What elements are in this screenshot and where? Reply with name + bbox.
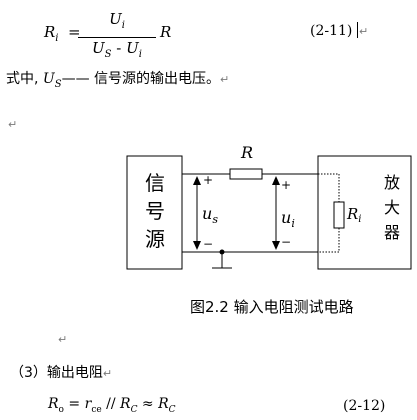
lhs-subscript: i <box>55 33 59 44</box>
equation-2-11: Ri = Ui US - Ui R <box>44 10 174 60</box>
symbol-us: U <box>42 71 55 87</box>
left-voltage-label: us <box>202 204 218 226</box>
equation-number-2-12: (2-12) <box>343 398 386 414</box>
equals-sign: = <box>63 396 85 412</box>
minus-operator: - <box>111 39 127 57</box>
trailing-r: R <box>160 23 172 41</box>
right-arrow-head-down <box>272 241 280 250</box>
amp-char-3: 器 <box>384 223 400 242</box>
right-minus: − <box>281 235 291 249</box>
rc-sub: C <box>130 404 138 415</box>
fraction-bar <box>78 37 156 38</box>
ro-symbol: R <box>48 396 59 412</box>
rce-sub: ce <box>91 404 102 415</box>
fraction: Ui US - Ui <box>78 10 156 64</box>
us-sub: s <box>212 213 218 226</box>
ro-sub: o <box>58 404 64 415</box>
symbol-us-sub: S <box>54 78 62 90</box>
equals-sign: = <box>68 23 81 41</box>
rc-sub-2: C <box>168 404 176 415</box>
us-symbol: u <box>202 204 212 223</box>
approx-operator: ≈ <box>137 396 159 412</box>
numerator-subscript: i <box>121 20 125 31</box>
rc-symbol-2: R <box>158 396 169 412</box>
right-plus: + <box>281 178 291 192</box>
paragraph-mark: ↵ <box>8 118 18 131</box>
numerator-symbol: U <box>109 10 122 28</box>
ui-symbol: u <box>281 208 291 227</box>
denominator-b: U <box>126 39 139 57</box>
lhs-symbol: R <box>44 23 56 41</box>
series-resistor-label: R <box>240 143 253 162</box>
signal-source-box <box>126 155 183 270</box>
left-arrow-head-up <box>193 176 201 185</box>
paragraph-rest: —— 信号源的输出电压。 <box>61 71 221 87</box>
input-resistor-label: Ri <box>346 205 362 225</box>
left-plus: + <box>203 173 213 187</box>
series-resistor <box>229 168 263 180</box>
right-arrow-head-up <box>272 176 280 185</box>
ri-symbol: R <box>346 205 358 223</box>
ri-sub: i <box>358 214 361 225</box>
input-resistor-lead-bottom <box>318 228 340 253</box>
fraction-numerator: Ui <box>78 10 156 35</box>
paragraph-mark: ↵ <box>102 367 113 380</box>
denominator-a-sub: S <box>104 49 112 60</box>
source-char-2: 号 <box>145 199 165 223</box>
source-char-3: 源 <box>145 227 165 251</box>
section-heading-text: （3）输出电阻 <box>10 365 103 381</box>
rc-symbol: R <box>120 396 131 412</box>
equation-number-2-11: (2-11) <box>310 23 353 39</box>
paragraph-mark: ↵ <box>359 25 369 38</box>
input-resistor <box>333 201 345 229</box>
circuit-diagram: 信 号 源 放 大 器 R + − us + − ui Ri <box>126 143 412 270</box>
paragraph-prefix: 式中, <box>6 71 43 87</box>
paragraph-mark: ↵ <box>58 333 68 346</box>
right-voltage-label: ui <box>281 208 295 230</box>
source-char-1: 信 <box>145 171 165 195</box>
input-resistor-lead-top <box>318 173 340 202</box>
text-cursor <box>357 22 358 38</box>
left-minus: − <box>203 237 213 251</box>
paragraph-mark: ↵ <box>220 73 230 86</box>
section-heading: （3）输出电阻↵ <box>10 362 112 382</box>
denominator-a: U <box>92 39 105 57</box>
figure-caption: 图2.2 输入电阻测试电路 <box>190 298 354 316</box>
parallel-operator: // <box>101 396 121 412</box>
paragraph-signal-source: 式中, US—— 信号源的输出电压。↵ <box>6 68 229 90</box>
equation-2-12: Ro = rce // RC ≈ RC <box>48 396 176 415</box>
amp-char-1: 放 <box>384 173 400 192</box>
fraction-denominator: US - Ui <box>78 39 156 64</box>
denominator-b-sub: i <box>138 49 142 60</box>
left-arrow-head-down <box>193 241 201 250</box>
rce-symbol: r <box>84 396 92 412</box>
equation-lhs: Ri <box>44 23 59 44</box>
amp-char-2: 大 <box>384 198 400 217</box>
ui-sub: i <box>291 217 295 230</box>
